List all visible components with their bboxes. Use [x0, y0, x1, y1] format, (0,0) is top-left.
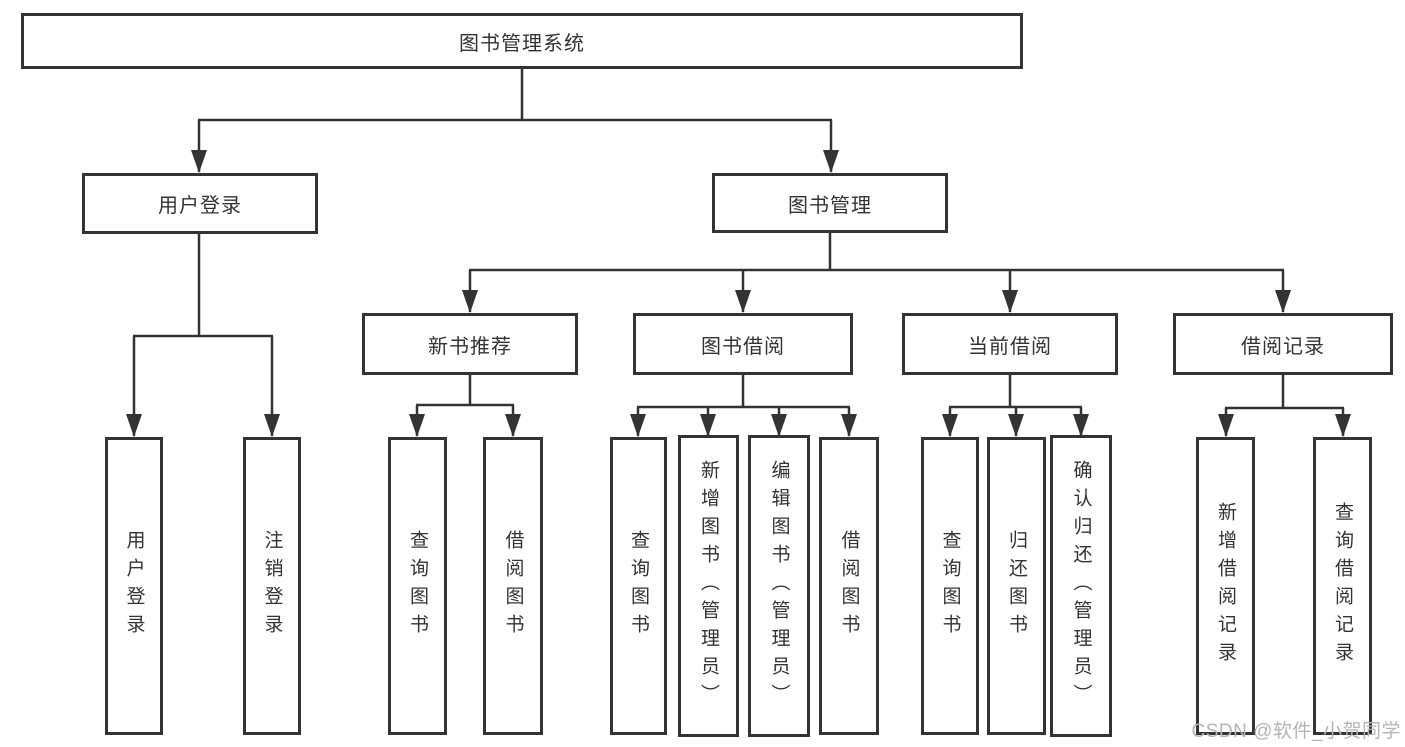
leaf-edit-books-admin: 编辑图书（管理员）: [748, 435, 810, 737]
leaf-confirm-return-admin: 确认归还（管理员）: [1050, 435, 1112, 737]
node-book-management: 图书管理: [712, 173, 948, 233]
leaf-query-books-recommend: 查询图书: [388, 437, 447, 735]
node-user-login-label: 用户登录: [158, 195, 242, 217]
leaf-add-books-admin: 新增图书（管理员）: [678, 435, 739, 737]
leaf-query-books-recommend-label: 查询图书: [407, 530, 428, 642]
leaf-query-books-current-label: 查询图书: [939, 530, 961, 642]
node-new-book-recommendation: 新书推荐: [362, 313, 578, 375]
node-book-borrowing-label: 图书借阅: [701, 335, 785, 358]
node-current-borrowing-label: 当前借阅: [968, 335, 1052, 358]
node-user-login: 用户登录: [82, 173, 318, 234]
node-book-management-label: 图书管理: [788, 194, 872, 217]
leaf-query-books-borrowing-label: 查询图书: [628, 530, 649, 642]
watermark: CSDN @软件_小贺同学: [1191, 721, 1401, 742]
leaf-borrow-books-borrowing-label: 借阅图书: [838, 530, 860, 642]
leaf-add-borrow-record: 新增借阅记录: [1196, 437, 1255, 735]
leaf-return-books: 归还图书: [987, 437, 1046, 735]
node-current-borrowing: 当前借阅: [902, 313, 1118, 375]
leaf-borrow-books-borrowing: 借阅图书: [819, 437, 879, 735]
leaf-logout: 注销登录: [243, 437, 301, 735]
leaf-add-borrow-record-label: 新增借阅记录: [1215, 502, 1236, 670]
leaf-logout-label: 注销登录: [261, 530, 283, 642]
node-root: 图书管理系统: [21, 13, 1023, 69]
leaf-query-books-current: 查询图书: [921, 437, 979, 735]
leaf-user-login-label: 用户登录: [123, 530, 145, 642]
leaf-add-books-admin-label: 新增图书（管理员）: [698, 460, 719, 712]
node-new-book-recommendation-label: 新书推荐: [428, 335, 512, 358]
leaf-edit-books-admin-label: 编辑图书（管理员）: [768, 460, 790, 712]
leaf-return-books-label: 归还图书: [1006, 530, 1027, 642]
leaf-query-books-borrowing: 查询图书: [610, 437, 667, 735]
node-borrowing-records: 借阅记录: [1173, 313, 1393, 375]
leaf-query-borrow-record: 查询借阅记录: [1313, 437, 1372, 735]
leaf-confirm-return-admin-label: 确认归还（管理员）: [1070, 460, 1092, 712]
leaf-query-borrow-record-label: 查询借阅记录: [1332, 502, 1353, 670]
node-root-label: 图书管理系统: [459, 32, 585, 55]
leaf-borrow-books-recommend-label: 借阅图书: [502, 530, 524, 642]
node-book-borrowing: 图书借阅: [633, 313, 853, 375]
leaf-user-login: 用户登录: [105, 437, 163, 735]
leaf-borrow-books-recommend: 借阅图书: [483, 437, 543, 735]
node-borrowing-records-label: 借阅记录: [1241, 335, 1325, 358]
